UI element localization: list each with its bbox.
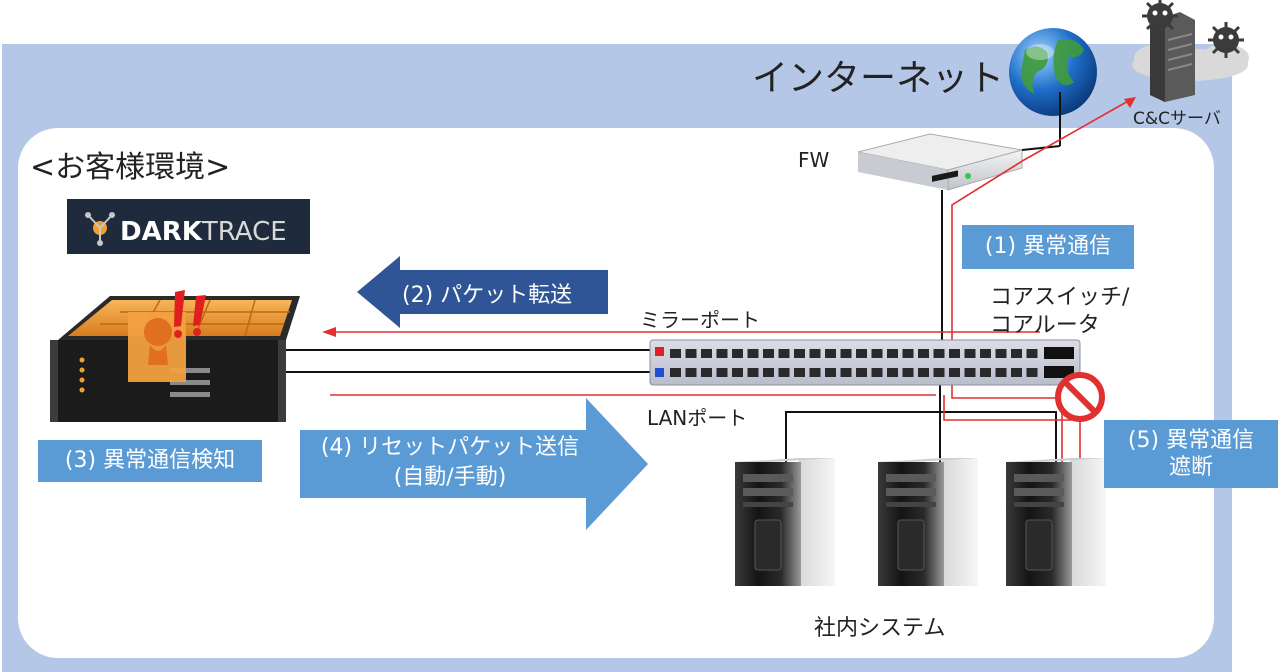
- switch-port: [964, 349, 976, 358]
- step5-block-box: (5) 異常通信 遮断: [1104, 420, 1278, 488]
- switch-port: [1011, 349, 1022, 358]
- switch-port: [778, 368, 790, 377]
- cc-server-icon: [1132, 0, 1249, 102]
- switch-port: [701, 368, 712, 377]
- switch-port: [949, 368, 960, 377]
- switch-port: [747, 349, 759, 358]
- internet-label: インターネット: [752, 58, 1005, 99]
- darktrace-logo: DARKTRACE: [67, 199, 310, 254]
- firewall-icon: [857, 133, 1023, 191]
- switch-port: [778, 349, 790, 358]
- switch-port: [732, 349, 743, 358]
- internal-server-icon: [1006, 458, 1106, 586]
- switch-port: [871, 349, 883, 358]
- core-switch-label-line2: コアルータ: [990, 313, 1100, 338]
- switch-port: [825, 349, 836, 358]
- internal-systems-label: 社内システム: [814, 616, 946, 641]
- switch-port: [670, 368, 681, 377]
- switch-port: [995, 349, 1007, 358]
- switch-port: [918, 368, 929, 377]
- mirror-port-label: ミラーポート: [640, 308, 760, 332]
- switch-port: [964, 368, 976, 377]
- switch-port: [716, 368, 728, 377]
- switch-port: [685, 368, 697, 377]
- switch-port: [980, 368, 991, 377]
- step3-detection-box: (3) 異常通信検知: [38, 440, 262, 482]
- logo-text-light: TRACE: [201, 217, 287, 247]
- switch-port: [918, 349, 929, 358]
- step4-reset-label: (4) リセットパケット送信 (自動/手動): [300, 433, 600, 493]
- switch-port: [732, 368, 743, 377]
- switch-port: [670, 349, 681, 358]
- switch-port: [1026, 349, 1038, 358]
- packet-forward-arrow: [357, 256, 608, 328]
- switch-port: [809, 368, 821, 377]
- customer-environment-label: <お客様環境>: [30, 150, 231, 185]
- step5-line1: (5) 異常通信: [1127, 427, 1255, 453]
- switch-port: [825, 368, 836, 377]
- switch-port: [980, 349, 991, 358]
- fw-label: FW: [798, 148, 830, 172]
- svg-text:DARKTRACE: DARKTRACE: [120, 217, 287, 247]
- internet-globe-icon: [1009, 28, 1097, 116]
- internal-server-icon: [878, 458, 978, 586]
- block-icon: [1055, 372, 1105, 422]
- switch-port: [763, 349, 774, 358]
- step1-anomalous-traffic-box: (1) 異常通信: [962, 225, 1134, 269]
- switch-port: [902, 368, 914, 377]
- switch-port: [840, 349, 852, 358]
- network-cables: [285, 92, 1061, 462]
- switch-port: [763, 368, 774, 377]
- switch-port: [794, 349, 805, 358]
- switch-port: [871, 368, 883, 377]
- switch-port: [1011, 368, 1022, 377]
- reset-packet-arrow: [300, 398, 648, 530]
- switch-port: [685, 349, 697, 358]
- virus-icon: [1142, 0, 1178, 34]
- step4-line1: (4) リセットパケット送信: [320, 435, 580, 460]
- alert-badge-icon: [128, 290, 206, 382]
- mirror-arrowhead: [322, 327, 336, 337]
- core-switch-icon: [649, 339, 1081, 386]
- internal-server-icon: [735, 458, 835, 586]
- switch-port: [809, 349, 821, 358]
- switch-port: [933, 368, 945, 377]
- switch-port: [716, 349, 728, 358]
- switch-port: [747, 368, 759, 377]
- lan-port-label: LANポート: [647, 406, 748, 430]
- core-switch-label: コアスイッチ/ コアルータ: [990, 284, 1129, 340]
- switch-port: [794, 368, 805, 377]
- switch-port: [840, 368, 852, 377]
- switch-port: [856, 349, 867, 358]
- switch-port: [902, 349, 914, 358]
- logo-text-bold: DARK: [120, 217, 203, 247]
- switch-port: [856, 368, 867, 377]
- switch-port: [887, 349, 898, 358]
- step4-line2: (自動/手動): [393, 465, 507, 490]
- core-switch-label-line1: コアスイッチ/: [990, 285, 1130, 310]
- step5-line2: 遮断: [1168, 455, 1213, 480]
- switch-port: [995, 368, 1007, 377]
- switch-port: [949, 349, 960, 358]
- cc-server-label: C&Cサーバ: [1133, 109, 1221, 129]
- switch-port: [701, 349, 712, 358]
- switch-port: [1026, 368, 1038, 377]
- switch-port: [933, 349, 945, 358]
- switch-port: [887, 368, 898, 377]
- step2-packet-forward-label: (2) パケット転送: [402, 283, 573, 308]
- cc-arrowhead: [1124, 97, 1136, 108]
- virus-icon: [1208, 22, 1244, 58]
